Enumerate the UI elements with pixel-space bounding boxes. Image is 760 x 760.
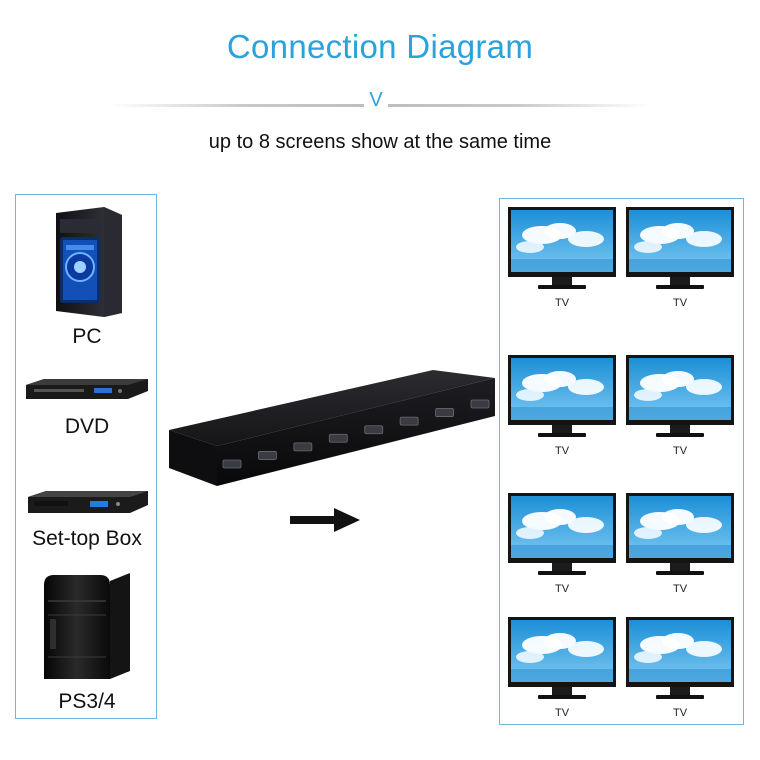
tv-label: TV: [554, 707, 570, 719]
tv-icon: [626, 207, 734, 289]
tv-display: TV: [626, 355, 734, 457]
tv-display: TV: [626, 617, 734, 719]
tv-label: TV: [672, 297, 688, 309]
source-label-pc: PC: [72, 325, 102, 348]
pc-tower-icon: [56, 207, 122, 317]
tv-display: TV: [508, 207, 616, 309]
hdmi-splitter-icon: [169, 370, 495, 486]
hdmi-port-icon: [399, 416, 419, 426]
tv-icon: [508, 617, 616, 699]
source-label-set-top-box: Set-top Box: [32, 527, 142, 550]
tv-icon: [626, 493, 734, 575]
tv-icon: [626, 617, 734, 699]
source-label-dvd: DVD: [64, 415, 110, 438]
hdmi-port-icon: [470, 399, 490, 409]
source-devices-panel: PC DVD Set-top Box PS3/4: [15, 194, 157, 719]
source-label-ps3-4: PS3/4: [58, 690, 116, 713]
tv-label: TV: [554, 583, 570, 595]
tv-icon: [508, 355, 616, 437]
tv-icon: [508, 493, 616, 575]
tv-label: TV: [554, 297, 570, 309]
set-top-box-icon: [28, 491, 148, 513]
tv-icon: [508, 207, 616, 289]
hdmi-port-icon: [222, 459, 242, 469]
tv-label: TV: [554, 445, 570, 457]
tv-label: TV: [672, 583, 688, 595]
hdmi-port-icon: [258, 451, 277, 460]
output-displays-panel: TV TV TV TV TV TV TV TV: [499, 198, 744, 725]
hdmi-port-icon: [293, 442, 313, 452]
hdmi-port-icon: [435, 408, 454, 417]
tv-display: TV: [626, 207, 734, 309]
diagram-title: Connection Diagram: [226, 28, 534, 65]
dvd-player-icon: [26, 379, 148, 399]
tv-label: TV: [672, 445, 688, 457]
chevron-down-icon: V: [364, 90, 388, 110]
hdmi-port-icon: [364, 425, 384, 435]
hdmi-port-icon: [328, 433, 348, 443]
tv-label: TV: [672, 707, 688, 719]
tv-display: TV: [508, 617, 616, 719]
game-console-icon: [44, 573, 130, 679]
tv-icon: [626, 355, 734, 437]
right-arrow-icon: [290, 508, 360, 532]
tv-display: TV: [626, 493, 734, 595]
diagram-subtitle: up to 8 screens show at the same time: [208, 131, 552, 153]
tv-display: TV: [508, 493, 616, 595]
tv-display: TV: [508, 355, 616, 457]
